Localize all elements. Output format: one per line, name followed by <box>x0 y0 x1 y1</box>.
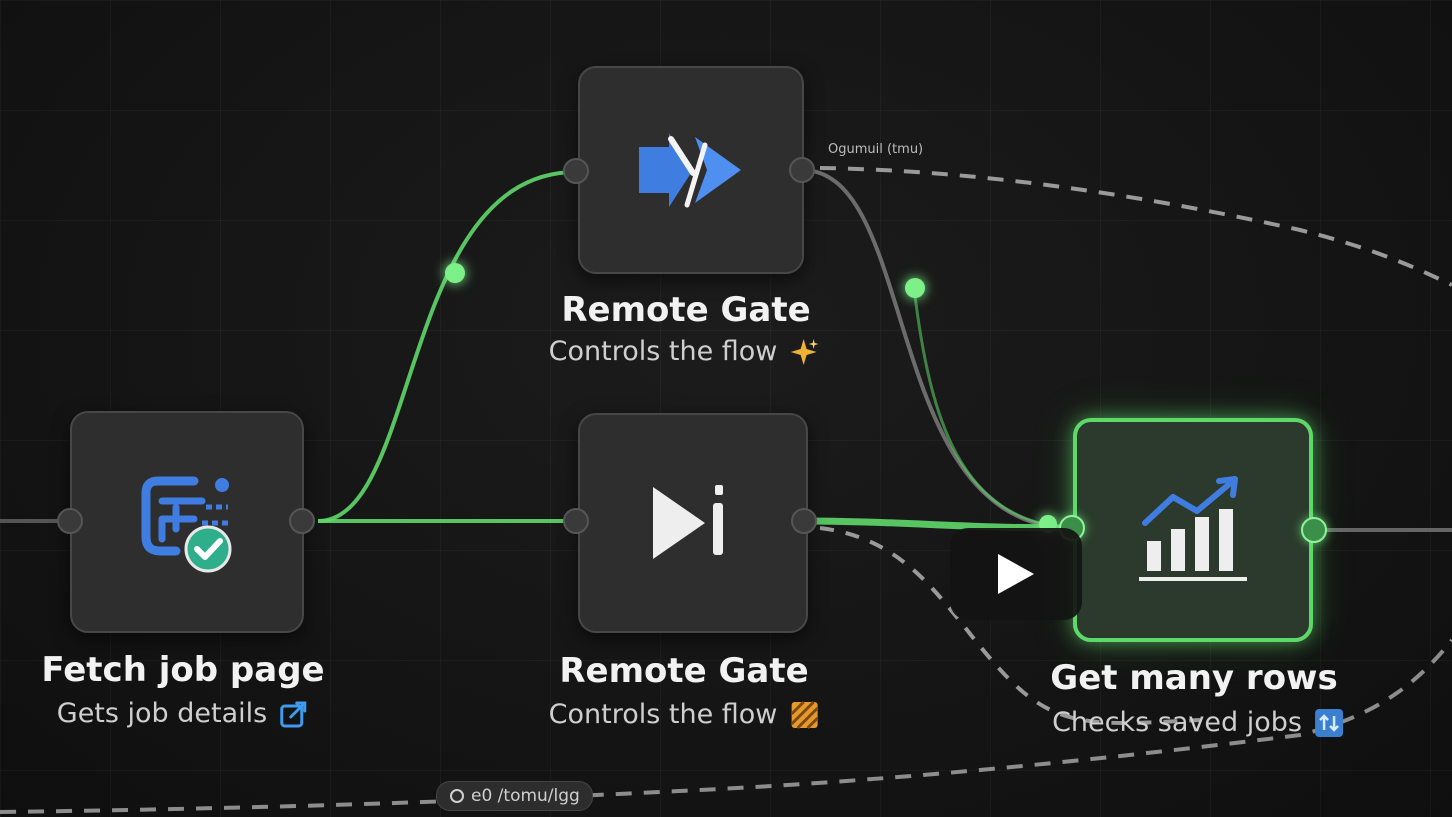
dashed-wire-top <box>819 166 1452 287</box>
port-rows-out[interactable] <box>1301 517 1327 543</box>
node-remote-gate-mid[interactable] <box>578 413 808 633</box>
port-gate-mid-out[interactable] <box>791 508 817 534</box>
node-fetch-job-page[interactable] <box>70 411 304 633</box>
node-title-fetch: Fetch job page <box>41 650 325 690</box>
play-step-icon <box>653 485 723 559</box>
circle-icon <box>450 789 464 803</box>
list-check-icon <box>141 476 232 573</box>
wire-handle-top-right <box>905 278 925 298</box>
video-play-button[interactable] <box>950 528 1082 620</box>
node-subtitle-rows: Checks saved jobs <box>1052 707 1344 738</box>
node-get-many-rows[interactable] <box>1073 418 1313 642</box>
external-link-icon[interactable] <box>279 699 309 729</box>
wire-handle-top-left <box>445 263 465 283</box>
node-subtitle-gate-top: Controls the flow <box>549 336 820 367</box>
port-fetch-in[interactable] <box>57 508 83 534</box>
edge-label: Ogumuil (tmu) <box>828 142 924 157</box>
port-gate-mid-in[interactable] <box>563 508 589 534</box>
wire-gate-mid-to-rows <box>803 517 1071 532</box>
play-icon <box>998 554 1034 594</box>
bar-chart-trend-icon <box>1139 476 1247 581</box>
node-title-gate-mid: Remote Gate <box>559 651 809 691</box>
node-subtitle-text-fetch: Gets job details <box>56 698 268 729</box>
node-subtitle-text-rows: Checks saved jobs <box>1052 707 1302 738</box>
node-subtitle-gate-mid: Controls the flow <box>549 699 820 730</box>
port-gate-top-in[interactable] <box>563 158 589 184</box>
node-title-rows: Get many rows <box>1050 658 1338 698</box>
port-gate-top-out[interactable] <box>789 157 815 183</box>
node-subtitle-text-gate-top: Controls the flow <box>548 336 778 367</box>
wire-gate-top-to-rows <box>801 168 1071 530</box>
wire-fetch-to-gate-top <box>317 170 577 523</box>
port-fetch-out[interactable] <box>289 508 315 534</box>
canvas-path-pill[interactable]: e0 /tomu/lgg <box>436 781 593 811</box>
dashed-wire-bottom <box>0 638 1452 814</box>
node-title-gate-top: Remote Gate <box>561 290 811 330</box>
node-subtitle-fetch: Gets job details <box>57 698 309 729</box>
sparkles-icon <box>790 338 819 365</box>
forward-arrows-icon <box>639 133 741 208</box>
node-subtitle-text-gate-mid: Controls the flow <box>548 699 778 730</box>
hatched-box-icon <box>790 700 819 729</box>
sort-icon <box>1314 708 1343 737</box>
node-remote-gate-top[interactable] <box>578 66 804 274</box>
canvas-path-label: e0 /tomu/lgg <box>471 786 580 806</box>
dashed-wire-mid <box>819 526 1201 725</box>
